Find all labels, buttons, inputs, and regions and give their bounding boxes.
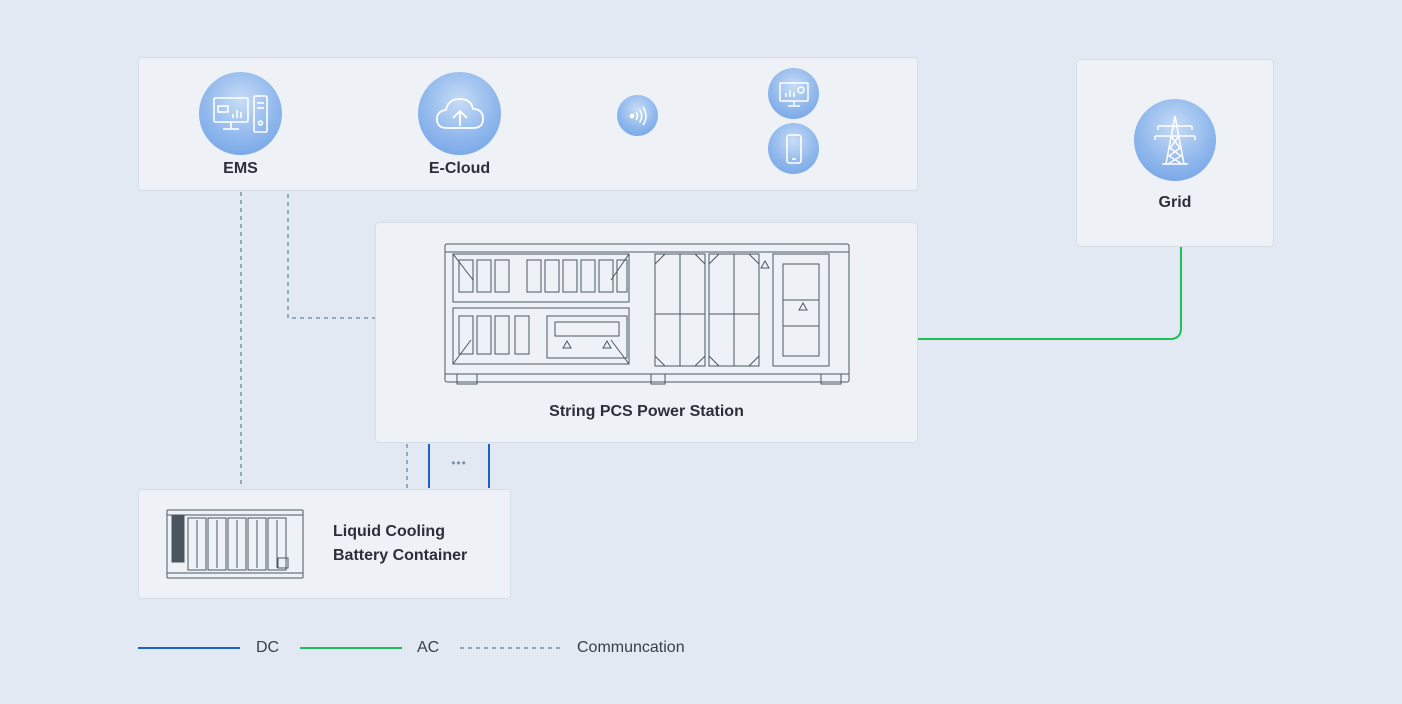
pcs-label: String PCS Power Station (549, 403, 744, 420)
ems-label: EMS (223, 160, 258, 177)
battery-racks (187, 517, 287, 571)
legend-swatches (138, 647, 562, 649)
wireless-signal-icon (617, 95, 658, 136)
smartphone-icon (768, 123, 819, 174)
ecloud-label: E-Cloud (428, 160, 491, 177)
legend-dc-label: DC (256, 639, 280, 656)
comm-ems-pcs (287, 194, 376, 319)
cloud-upload-icon (418, 72, 501, 155)
ems-icon (199, 72, 282, 155)
legend-comm-label: Communcation (577, 639, 685, 656)
ac-line-pcs-grid (918, 247, 1182, 340)
pcs-panel (375, 222, 918, 443)
pcs-modules-bottom (458, 315, 628, 359)
battery-container-illustration (166, 509, 304, 579)
transmission-tower-icon (1134, 99, 1216, 181)
monitor-chart-icon (768, 68, 819, 119)
pcs-modules-top (458, 259, 628, 293)
battery-panel (138, 489, 511, 599)
battery-label-line2: Battery Container (333, 547, 468, 564)
grid-label: Grid (1158, 194, 1192, 211)
pcs-power-station-illustration (444, 243, 850, 385)
legend-ac-label: AC (417, 639, 440, 656)
battery-label-line1: Liquid Cooling (333, 523, 445, 540)
ellipsis-indicator: ••• (451, 456, 467, 470)
